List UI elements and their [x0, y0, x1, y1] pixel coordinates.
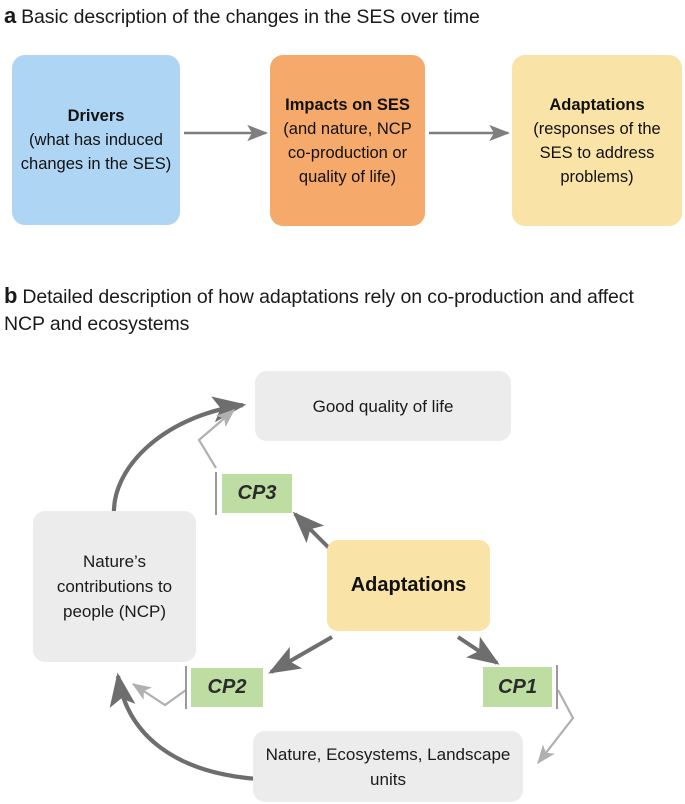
cp3-text: CP3 — [237, 482, 277, 504]
panel-a-box-impacts: Impacts on SES (and nature, NCP co-produ… — [270, 55, 425, 226]
coproduction-label-cp1: CP1 — [483, 667, 552, 707]
panel-a-box-adaptations: Adaptations (responses of the SES to add… — [512, 55, 682, 226]
adaptations-a-heading: Adaptations — [549, 95, 645, 114]
cp2-tick — [185, 666, 187, 709]
nature-ecosystems-label: Nature, Ecosystems, Landscape units — [265, 744, 511, 789]
ncp-label: Nature’s contributions to people (NCP) — [56, 552, 173, 621]
edge-adaptations-to-cp1 — [456, 635, 500, 665]
edge-adaptations-to-cp2 — [268, 635, 333, 674]
panel-a-letter: a — [4, 3, 17, 28]
cp1-tick — [556, 665, 558, 709]
drivers-heading: Drivers — [67, 107, 125, 125]
cp2-text: CP2 — [207, 676, 247, 698]
good-quality-of-life-label: Good quality of life — [312, 396, 454, 416]
panel-a-box-drivers: Drivers (what has induced changes in the… — [12, 55, 180, 225]
impacts-body: (and nature, NCP co-production or qualit… — [283, 119, 412, 186]
node-nature-ecosystems: Nature, Ecosystems, Landscape units — [253, 731, 523, 802]
panel-b-letter: b — [4, 283, 18, 308]
cp3-tick — [215, 472, 217, 515]
panel-a-title-text: Basic description of the changes in the … — [21, 6, 480, 28]
drivers-body: (what has induced changes in the SES) — [20, 131, 172, 173]
bracket-cp3 — [197, 409, 236, 469]
panel-b-title-text: Detailed description of how adaptations … — [4, 286, 640, 335]
impacts-heading: Impacts on SES — [285, 95, 410, 114]
adaptations-b-label: Adaptations — [350, 574, 467, 596]
cp1-text: CP1 — [498, 675, 537, 698]
adaptations-a-body: (responses of the SES to address problem… — [533, 119, 661, 186]
bracket-cp2 — [131, 683, 187, 707]
node-good-quality-of-life: Good quality of life — [255, 371, 511, 441]
coproduction-label-cp3: CP3 — [222, 474, 292, 513]
node-nature-contributions-to-people: Nature’s contributions to people (NCP) — [33, 511, 196, 662]
node-adaptations: Adaptations — [327, 540, 490, 631]
coproduction-label-cp2: CP2 — [191, 668, 263, 707]
